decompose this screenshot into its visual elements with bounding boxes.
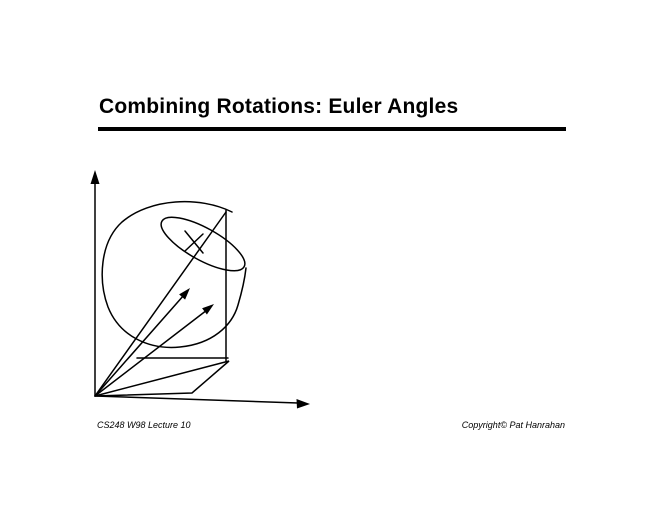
vector-1-line xyxy=(94,294,185,397)
lower-flap-outline xyxy=(94,360,230,397)
vector-2-arrowhead xyxy=(202,304,214,315)
cone-upper-edge xyxy=(94,211,227,397)
y-axis-arrowhead xyxy=(90,170,100,184)
title-underline xyxy=(98,127,566,131)
slide-title: Combining Rotations: Euler Angles xyxy=(99,95,459,118)
x-axis-line xyxy=(94,395,299,404)
x-axis-arrowhead xyxy=(296,399,310,409)
rotation-disk-ellipse xyxy=(160,216,246,272)
vector-2-line xyxy=(94,309,208,397)
sphere-outline xyxy=(101,200,247,349)
vector-1-arrowhead xyxy=(179,288,190,300)
footer-copyright: Copyright© Pat Hanrahan xyxy=(461,420,565,430)
footer-course-label: CS248 W98 Lecture 10 xyxy=(97,420,191,430)
disk-x-mark-stroke-2 xyxy=(184,233,204,252)
